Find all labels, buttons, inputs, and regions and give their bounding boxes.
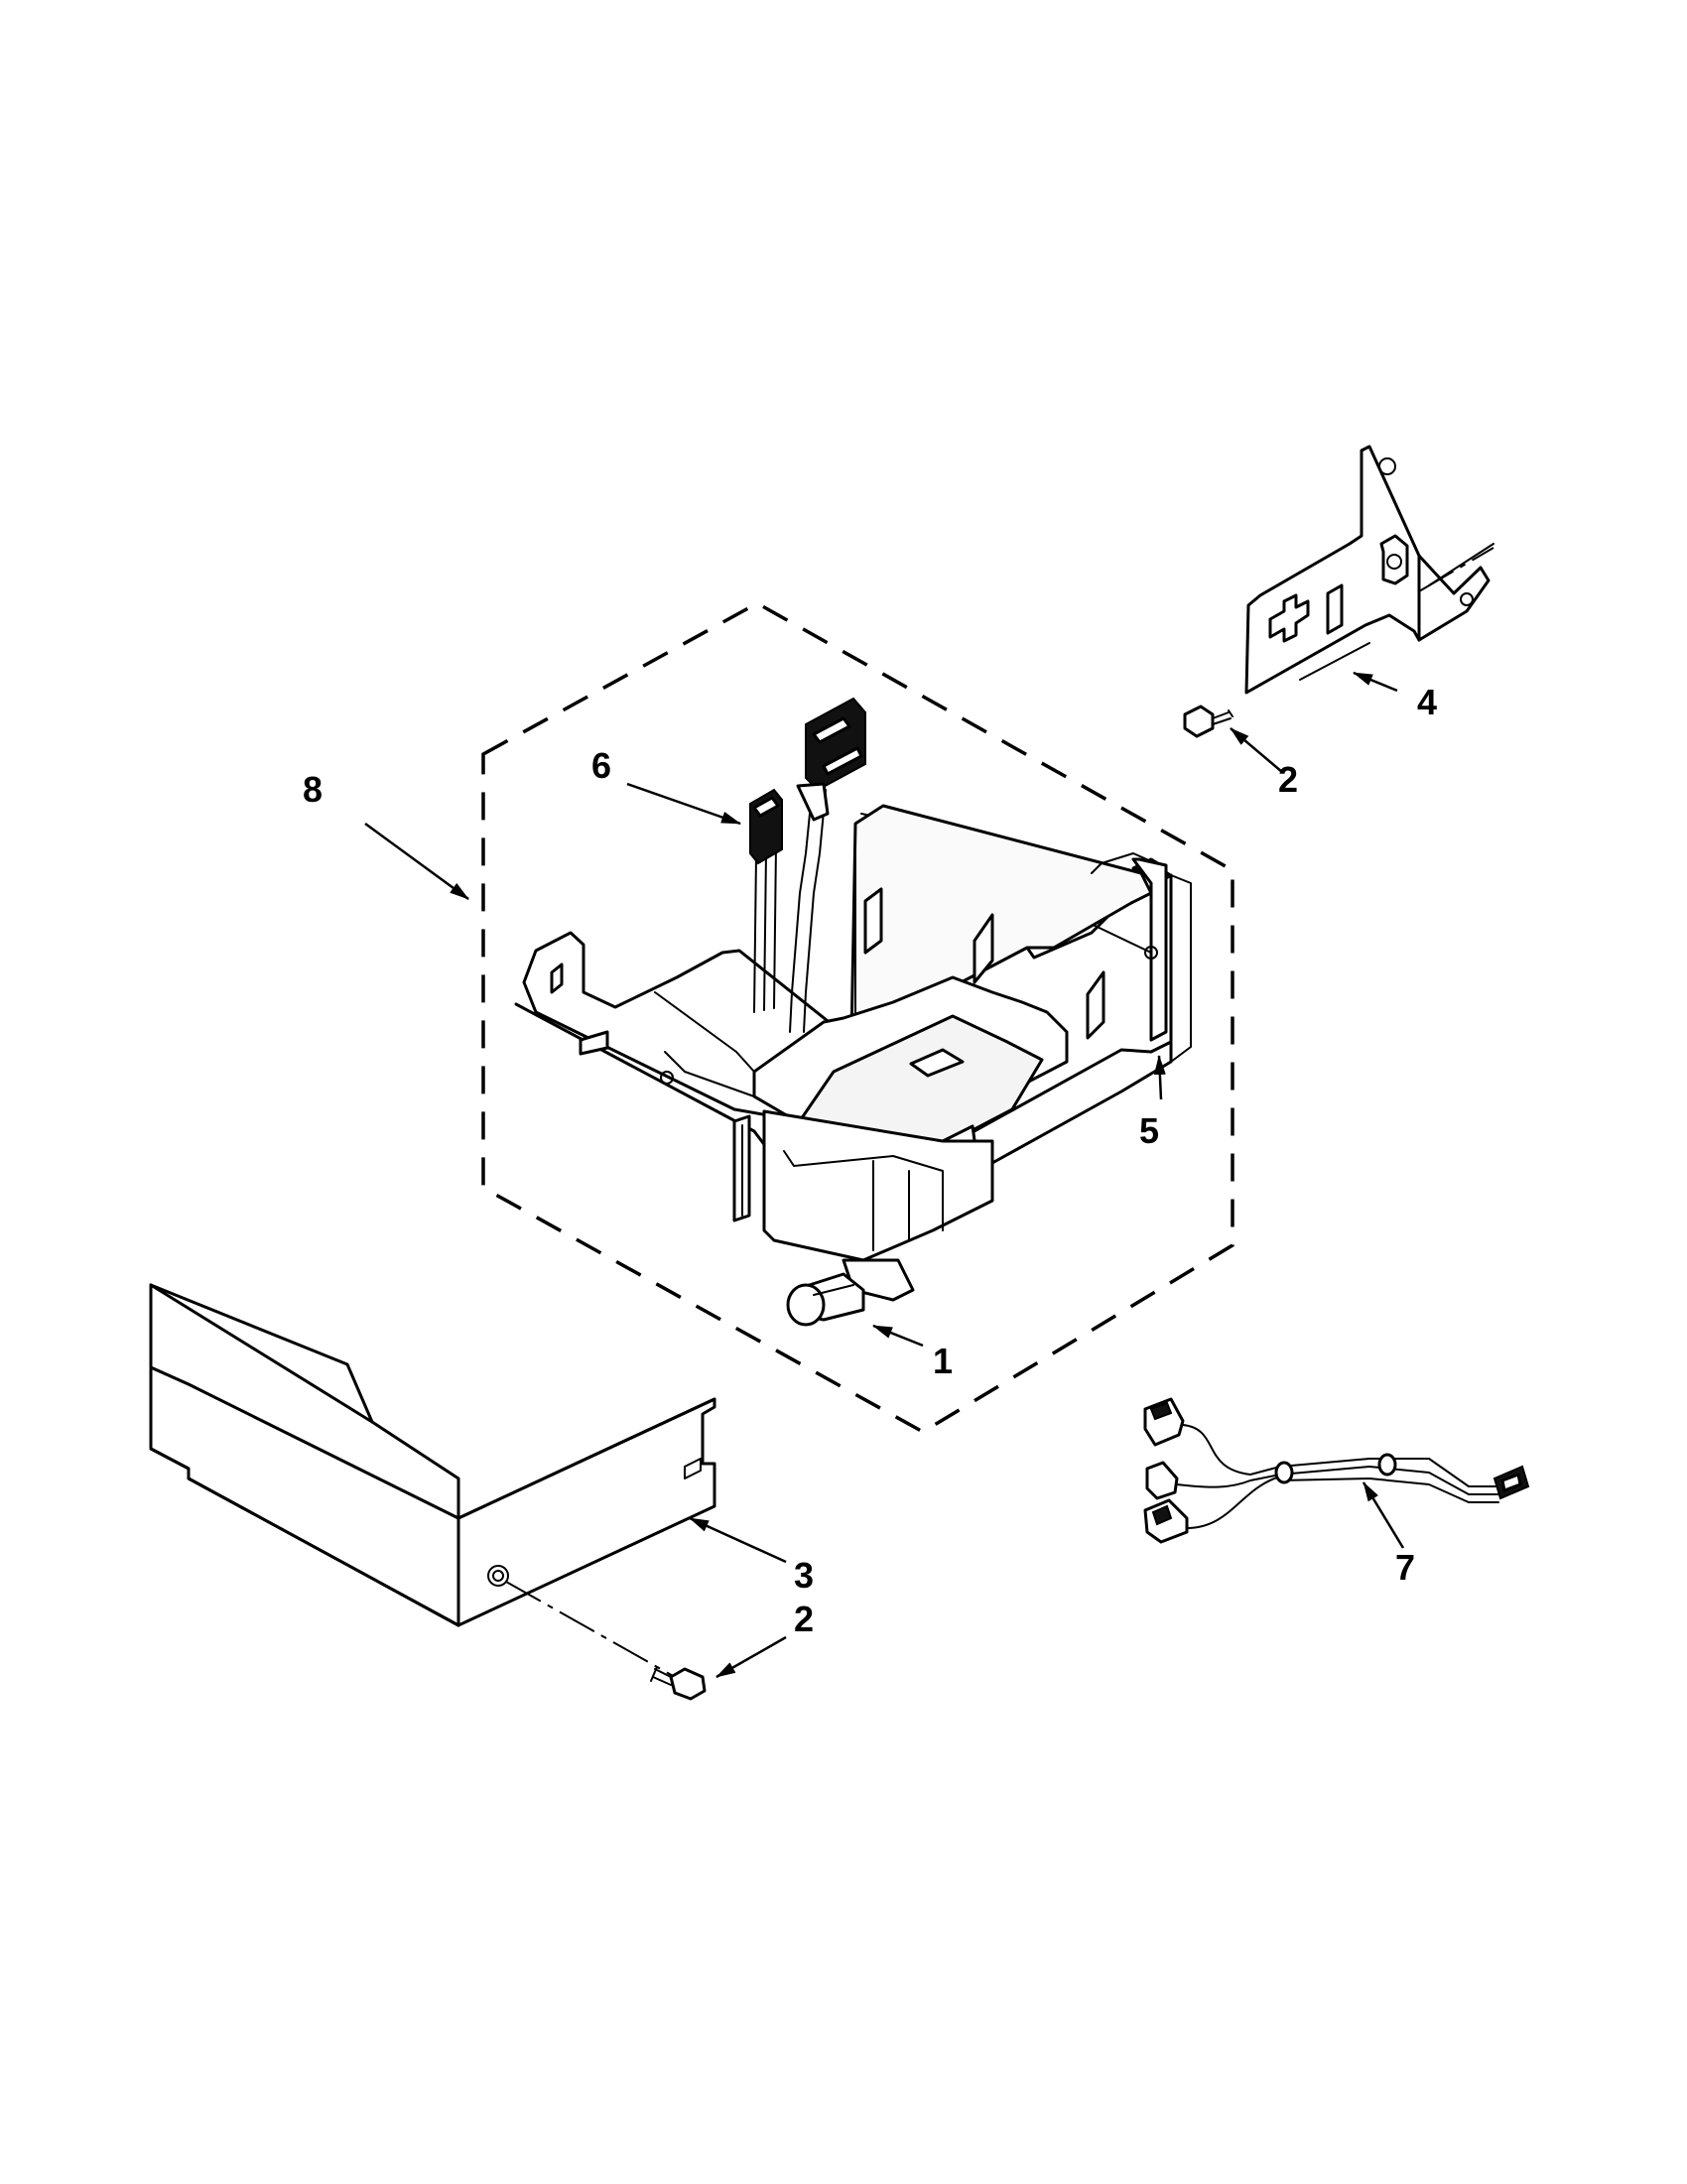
callout-5: 5 — [1139, 1110, 1159, 1151]
leader-5 — [1153, 1055, 1166, 1100]
mounting-bracket-4 — [1244, 445, 1494, 695]
wire-harness-6 — [749, 697, 866, 1033]
callout-2-upper: 2 — [1278, 759, 1298, 800]
callout-1: 1 — [933, 1341, 953, 1381]
leader-2a — [1230, 727, 1283, 773]
callout-4: 4 — [1417, 682, 1437, 722]
leader-8 — [364, 822, 469, 901]
callout-6: 6 — [591, 745, 611, 786]
leader-6 — [626, 782, 741, 826]
leader-3 — [689, 1516, 787, 1564]
callout-8: 8 — [303, 769, 323, 810]
leader-7 — [1362, 1481, 1405, 1549]
leader-2b — [715, 1635, 787, 1679]
leader-4 — [1353, 671, 1398, 693]
callout-7: 7 — [1395, 1547, 1415, 1588]
pump-motor-1 — [732, 1109, 994, 1327]
callout-3: 3 — [794, 1555, 814, 1596]
screw-2-lower — [505, 1581, 707, 1701]
callout-2-lower: 2 — [794, 1599, 814, 1639]
callout-labels: 8 6 4 2 5 1 3 2 7 — [303, 682, 1437, 1639]
cover-panel-3 — [149, 1283, 716, 1627]
wire-harness-7 — [1143, 1397, 1530, 1544]
screw-2-upper — [1183, 705, 1233, 738]
assembly-boundary-8 — [481, 600, 1234, 1435]
ice-tray-housing-5 — [514, 804, 1192, 1179]
callout-leaders — [364, 671, 1405, 1679]
leader-1 — [872, 1324, 924, 1348]
